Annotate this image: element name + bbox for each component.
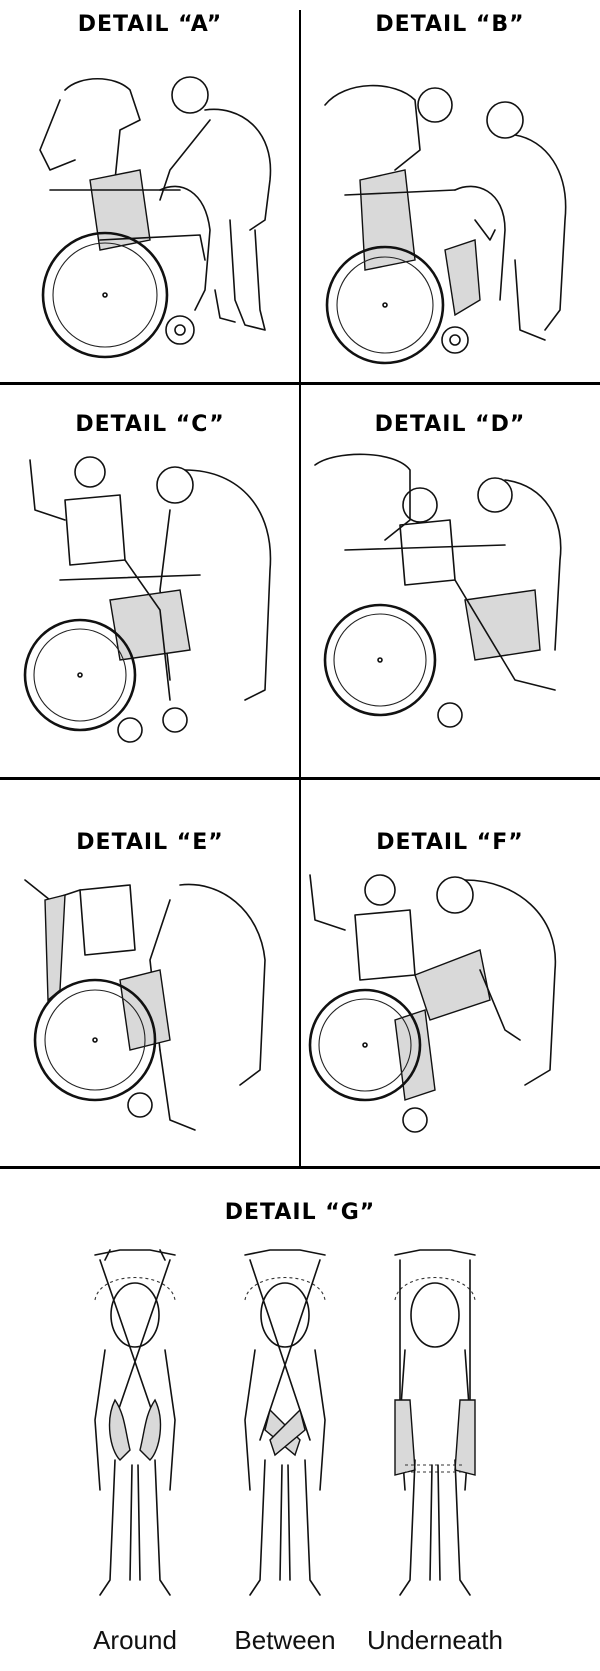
- detail-b-illustration: [305, 60, 585, 370]
- detail-f-illustration: [305, 870, 585, 1160]
- detail-d-illustration: [305, 450, 585, 770]
- caption-between: Between: [210, 1625, 360, 1656]
- detail-g-underneath-illustration: [360, 1240, 510, 1610]
- divider-vertical-middle: [299, 385, 301, 778]
- detail-g-between-illustration: [210, 1240, 360, 1610]
- caption-around: Around: [60, 1625, 210, 1656]
- detail-g-title: DETAIL “G”: [150, 1200, 450, 1225]
- divider-vertical-top: [299, 10, 301, 382]
- detail-a-title: DETAIL “A”: [0, 12, 300, 37]
- detail-c-illustration: [20, 450, 290, 770]
- detail-e-illustration: [20, 870, 290, 1160]
- detail-g-around-illustration: [60, 1240, 210, 1610]
- divider-horizontal-3: [0, 1166, 600, 1169]
- detail-a-illustration: [20, 60, 290, 370]
- caption-underneath: Underneath: [360, 1625, 510, 1656]
- detail-c-title: DETAIL “C”: [0, 412, 300, 437]
- detail-d-title: DETAIL “D”: [300, 412, 600, 437]
- detail-f-title: DETAIL “F”: [300, 830, 600, 855]
- detail-e-title: DETAIL “E”: [0, 830, 300, 855]
- detail-b-title: DETAIL “B”: [300, 12, 600, 37]
